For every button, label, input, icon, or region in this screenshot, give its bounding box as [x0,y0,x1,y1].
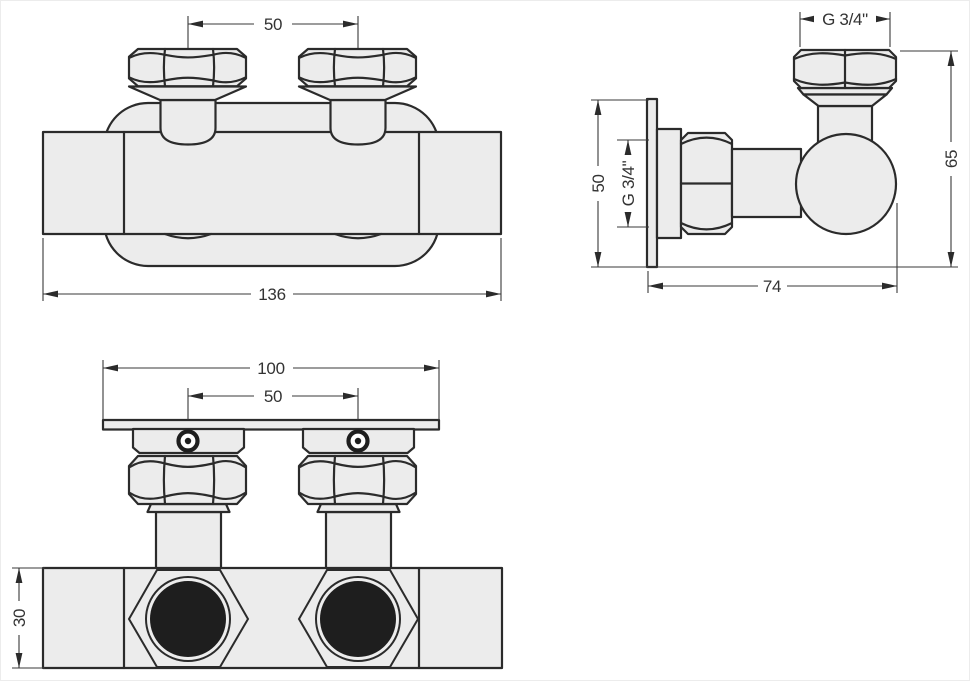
front-view [41,418,504,670]
flange [802,93,888,108]
pipe-body-top [41,130,503,236]
mounting-plate-front [101,418,441,431]
dim-label-top-thread: G 3/4" [822,10,868,29]
dim-label-overall-length: 136 [258,285,285,304]
union-nut [127,454,248,506]
collar [655,127,683,240]
pipe-body-front [41,566,504,670]
dimensions-side-view: G 3/4" 65 50 G 3/4" 74 [589,10,961,296]
dim-label-height: 65 [942,150,961,168]
union-nut [127,47,248,88]
dim-label-plate-width: 100 [257,359,284,378]
horizontal-pipe [730,147,803,219]
dim-label-body-height: 30 [10,609,29,627]
dim-label-nut-spacing-top: 50 [264,15,282,34]
dim-label-depth: 74 [763,277,781,296]
dim-label-plate-height: 50 [589,174,608,192]
valve-ball [794,132,898,236]
union-nut [297,47,418,88]
dim-label-valve-spacing: 50 [264,387,282,406]
union-nut-side [679,131,734,236]
dim-label-side-thread: G 3/4" [619,160,638,206]
top-view [41,47,503,268]
pipe-body-joint-lines [122,130,421,236]
pipe-body-joint-lines [122,566,421,670]
union-nut [297,454,418,506]
side-view [645,48,898,269]
wall-plate [645,97,659,269]
bore-arc [163,232,383,240]
dimensions-top-view: 50 136 [42,15,502,304]
dimensions-front-view: 100 50 30 [10,359,440,669]
union-nut-top [792,48,898,90]
